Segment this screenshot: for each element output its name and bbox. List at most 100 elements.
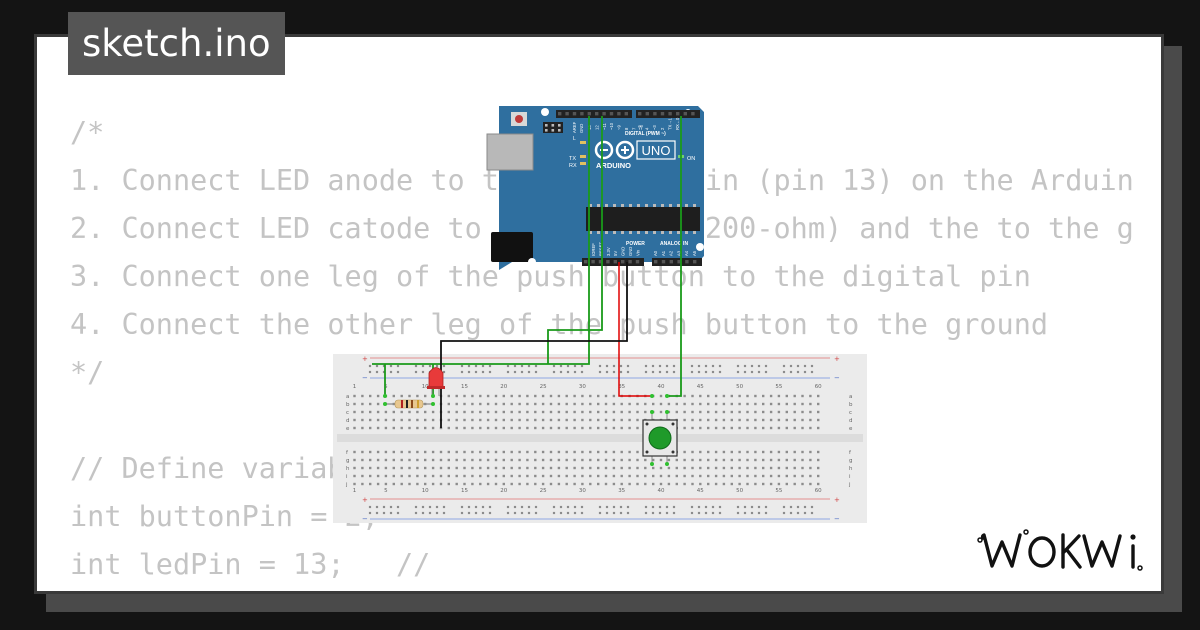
breadboard-hole <box>518 426 521 430</box>
rail-hole <box>651 370 655 374</box>
breadboard-hole <box>471 402 474 406</box>
breadboard-hole <box>730 474 733 478</box>
breadboard-hole <box>620 458 623 462</box>
power-header <box>582 258 644 266</box>
breadboard-row-letter: i <box>346 474 348 480</box>
breadboard-hole <box>479 418 482 422</box>
breadboard-hole <box>541 426 545 430</box>
rail-hole <box>718 505 722 509</box>
rail-hole <box>658 505 662 509</box>
rail-hole <box>711 364 715 368</box>
breadboard-hole <box>754 394 757 398</box>
breadboard-hole <box>817 458 820 462</box>
rail-hole <box>389 364 393 368</box>
pin-label: AREF <box>572 121 577 133</box>
breadboard-column-number: 55 <box>775 384 782 390</box>
rail-hole <box>396 505 400 509</box>
breadboard-hole <box>754 482 757 486</box>
breadboard-hole <box>597 482 600 486</box>
rail-hole <box>782 505 786 509</box>
rail-hole <box>552 370 556 374</box>
breadboard-hole <box>518 410 521 414</box>
breadboard-hole <box>809 458 812 462</box>
breadboard-hole <box>581 466 584 470</box>
header-pin-hole <box>580 112 584 116</box>
breadboard-hole <box>502 458 505 462</box>
rail-hole <box>598 505 602 509</box>
rail-hole <box>534 511 538 515</box>
rail-hole <box>428 364 432 368</box>
breadboard-hole <box>534 458 537 462</box>
breadboard-hole <box>526 458 529 462</box>
breadboard-hole <box>636 402 639 406</box>
icsp-header <box>543 122 563 133</box>
breadboard-hole <box>699 466 702 470</box>
rail-hole <box>757 505 761 509</box>
breadboard-hole <box>455 450 458 454</box>
rail-hole <box>375 505 379 509</box>
rail-hole <box>619 511 623 515</box>
breadboard-hole <box>565 466 568 470</box>
rail-hole <box>414 370 418 374</box>
rail-hole <box>474 370 478 374</box>
breadboard-hole <box>683 482 686 486</box>
breadboard-hole <box>439 458 443 462</box>
breadboard-row-letter: f <box>849 450 852 456</box>
breadboard-hole <box>384 426 388 430</box>
rail-hole <box>619 370 623 374</box>
breadboard-hole <box>486 458 490 462</box>
breadboard-hole <box>730 482 733 486</box>
breadboard-hole <box>479 474 482 478</box>
rail-hole <box>513 370 517 374</box>
breadboard-hole <box>447 466 450 470</box>
breadboard-hole <box>361 474 364 478</box>
breadboard-hole <box>549 482 553 486</box>
breadboard-hole <box>785 482 788 486</box>
breadboard-hole <box>471 450 474 454</box>
breadboard-hole <box>400 466 403 470</box>
breadboard-hole <box>612 410 616 414</box>
breadboard-hole <box>361 426 364 430</box>
breadboard-hole <box>494 426 498 430</box>
breadboard-hole <box>817 418 820 422</box>
breadboard-hole <box>628 466 631 470</box>
breadboard-hole <box>620 410 623 414</box>
breadboard-hole <box>392 418 395 422</box>
rail-hole <box>810 370 814 374</box>
breadboard-hole <box>447 402 450 406</box>
breadboard-hole <box>762 450 765 454</box>
rail-minus-label: − <box>362 374 368 382</box>
breadboard-hole <box>416 418 419 422</box>
breadboard-hole <box>534 410 537 414</box>
breadboard-hole <box>777 450 781 454</box>
breadboard-hole <box>549 410 553 414</box>
connected-hole-highlight <box>665 394 669 398</box>
breadboard-column-number: 40 <box>658 384 665 390</box>
breadboard-hole <box>447 394 450 398</box>
rail-hole <box>389 505 393 509</box>
rail-hole <box>704 505 708 509</box>
breadboard-hole <box>762 426 765 430</box>
rail-hole <box>421 505 425 509</box>
breadboard-hole <box>809 410 812 414</box>
rail-hole <box>750 511 754 515</box>
breadboard-hole <box>479 426 482 430</box>
breadboard-hole <box>793 402 796 406</box>
breadboard-column-number: 25 <box>540 488 547 494</box>
rail-hole <box>368 370 372 374</box>
breadboard-hole <box>809 418 812 422</box>
pin-label: A0 <box>653 250 658 256</box>
rail-hole <box>803 511 807 515</box>
breadboard-hole <box>384 410 388 414</box>
breadboard-hole <box>589 418 592 422</box>
rail-hole <box>598 364 602 368</box>
breadboard-hole <box>817 474 820 478</box>
rail-hole <box>718 511 722 515</box>
rail-hole <box>520 505 524 509</box>
breadboard-hole <box>494 482 498 486</box>
breadboard-hole <box>589 402 592 406</box>
breadboard-hole <box>541 482 545 486</box>
breadboard-hole <box>683 402 686 406</box>
breadboard-hole <box>691 450 694 454</box>
